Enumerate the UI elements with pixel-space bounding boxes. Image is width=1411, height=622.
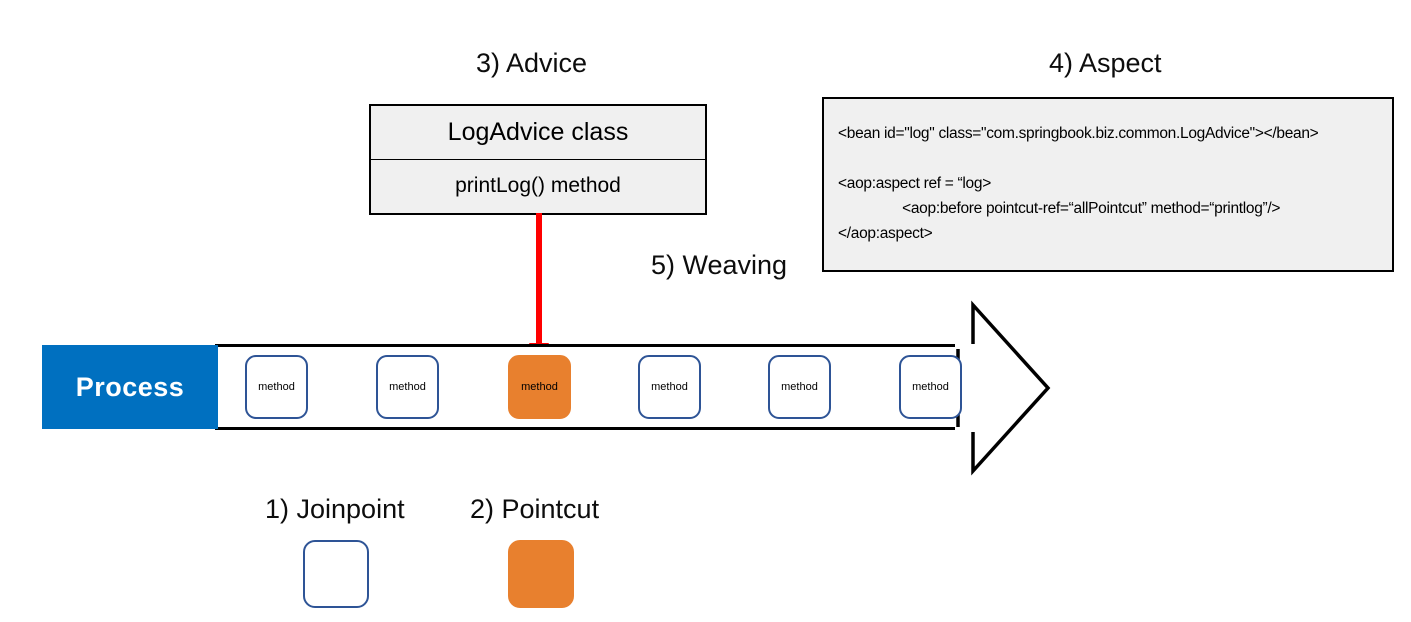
- legend-swatch-pointcut: [508, 540, 574, 608]
- advice-method-name: printLog() method: [455, 174, 621, 198]
- caption-pointcut: 2) Pointcut: [470, 494, 600, 524]
- caption-advice: 3) Advice: [476, 48, 588, 78]
- method-box-1: method: [245, 355, 308, 419]
- caption-weaving: 5) Weaving: [651, 250, 788, 280]
- weaving-arrow: [524, 213, 554, 365]
- aspect-code-text: <bean id="log" class="com.springbook.biz…: [838, 125, 1319, 242]
- advice-box: LogAdvice class printLog() method: [369, 104, 707, 215]
- method-box-5: method: [768, 355, 831, 419]
- method-box-label: method: [521, 381, 558, 393]
- method-box-4: method: [638, 355, 701, 419]
- legend-swatch-joinpoint: [303, 540, 369, 608]
- process-arrow-head: [955, 300, 1055, 476]
- method-box-label: method: [651, 381, 688, 393]
- method-box-label: method: [912, 381, 949, 393]
- caption-aspect: 4) Aspect: [1049, 48, 1162, 78]
- advice-class-name: LogAdvice class: [371, 106, 705, 160]
- method-box-3: method: [508, 355, 571, 419]
- process-label: Process: [42, 345, 218, 429]
- process-label-text: Process: [75, 371, 185, 402]
- method-box-label: method: [781, 381, 818, 393]
- aspect-code-box: <bean id="log" class="com.springbook.biz…: [822, 97, 1394, 272]
- method-box-2: method: [376, 355, 439, 419]
- process-band: [215, 344, 975, 430]
- method-box-label: method: [258, 381, 295, 393]
- method-box-6: method: [899, 355, 962, 419]
- caption-joinpoint: 1) Joinpoint: [265, 494, 405, 524]
- method-box-label: method: [389, 381, 426, 393]
